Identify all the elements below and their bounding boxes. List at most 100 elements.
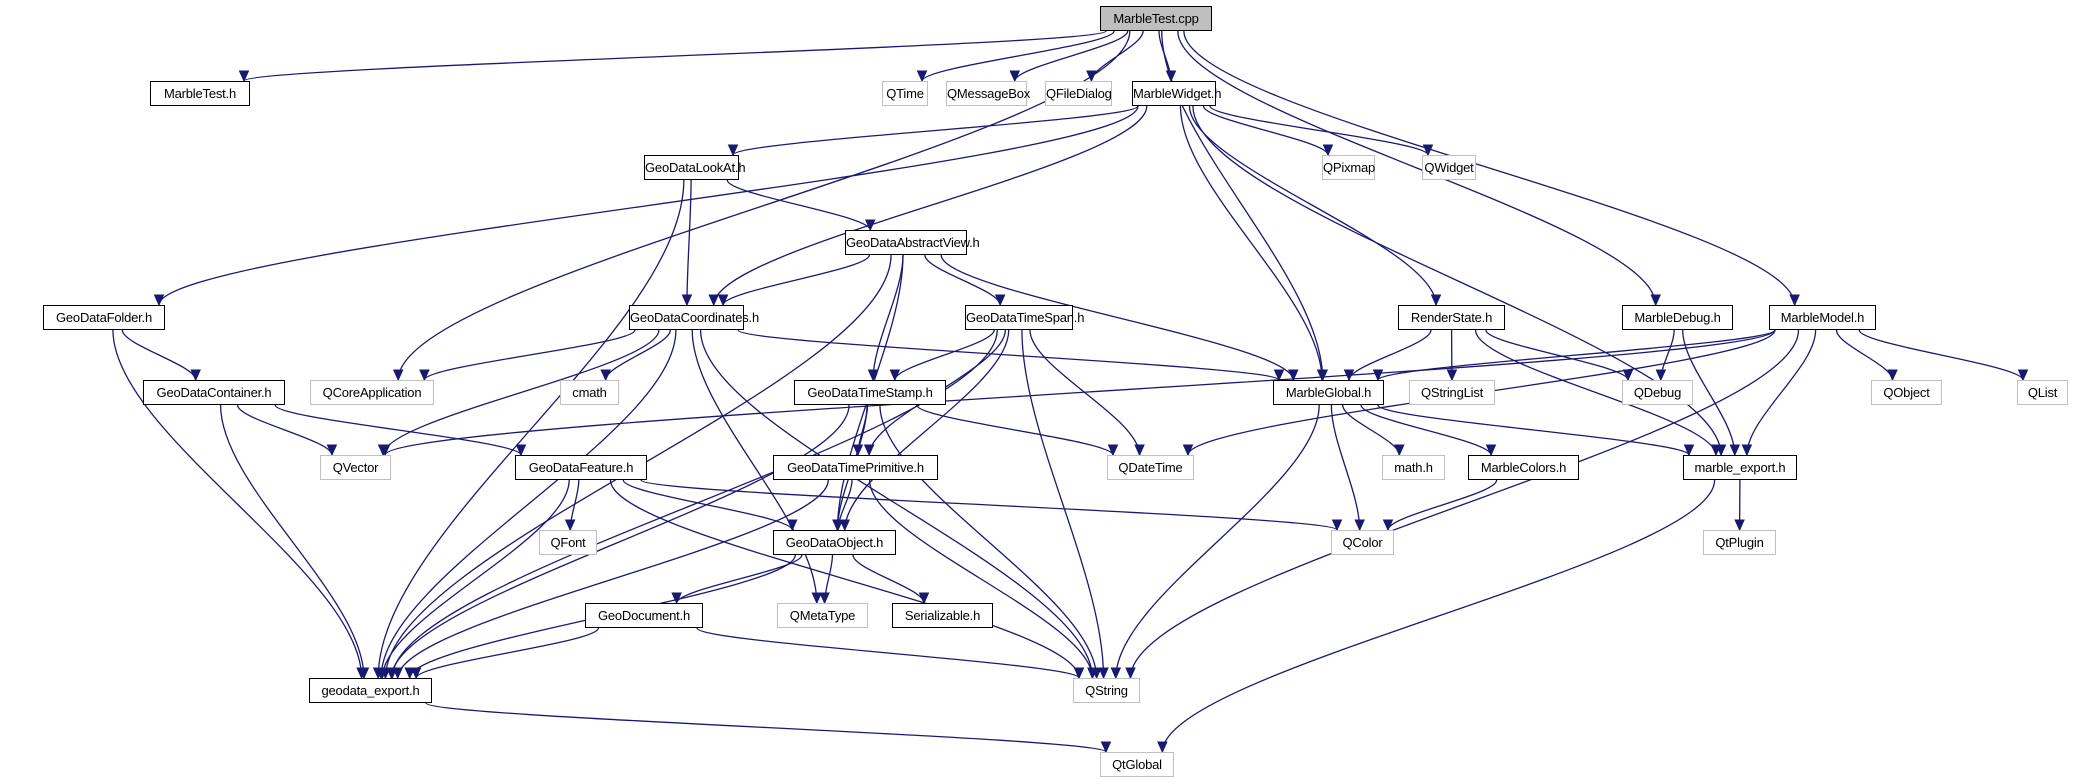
arrowhead-icon bbox=[1710, 444, 1722, 457]
arrowhead-icon bbox=[863, 444, 875, 457]
node-geodatatimespan-h[interactable]: GeoDataTimeSpan.h bbox=[965, 305, 1084, 330]
edge-geodataabstractview-h-to-geodatatimespan-h bbox=[924, 254, 1001, 306]
node-qvector[interactable]: QVector bbox=[320, 455, 391, 480]
edge-geodatafeature-h-to-qstring bbox=[609, 479, 1080, 679]
edge-geodatacontainer-h-to-qvector bbox=[236, 404, 333, 456]
arrowhead-icon bbox=[1354, 519, 1365, 532]
node-geodatatimestamp-h[interactable]: GeoDataTimeStamp.h bbox=[794, 380, 946, 405]
arrowhead-icon bbox=[889, 369, 901, 382]
arrowhead-icon bbox=[600, 369, 611, 382]
node-marbleglobal-h[interactable]: MarbleGlobal.h bbox=[1273, 380, 1384, 405]
edge-renderstate-h-to-marble-export-h bbox=[1474, 329, 1717, 456]
node-cmath[interactable]: cmath bbox=[560, 380, 619, 405]
arrowhead-icon bbox=[1182, 444, 1194, 457]
edge-geodatatimeprimitive-h-to-geodata-export-h bbox=[397, 479, 829, 679]
node-qobject[interactable]: QObject bbox=[1871, 380, 1942, 405]
node-qfont[interactable]: QFont bbox=[539, 530, 597, 555]
node-qmessagebox[interactable]: QMessageBox bbox=[946, 81, 1030, 106]
arrowhead-icon bbox=[994, 294, 1006, 307]
node-geodatacoordinates-h[interactable]: GeoDataCoordinates.h bbox=[629, 305, 759, 330]
node-geodatalookat-h[interactable]: GeoDataLookAt.h bbox=[644, 155, 746, 180]
node-geodatafolder-h[interactable]: GeoDataFolder.h bbox=[43, 305, 165, 330]
node-qtime[interactable]: QTime bbox=[882, 81, 928, 106]
node-qstring[interactable]: QString bbox=[1073, 678, 1140, 703]
node-qtplugin[interactable]: QtPlugin bbox=[1703, 530, 1776, 555]
edge-marblemodel-h-to-marbleglobal-h bbox=[1377, 329, 1776, 381]
node-marble-export-h[interactable]: marble_export.h bbox=[1683, 455, 1797, 480]
arrowhead-icon bbox=[717, 294, 729, 307]
arrowhead-icon bbox=[1125, 667, 1136, 680]
node-geodatatimeprimitive-h[interactable]: GeoDataTimePrimitive.h bbox=[773, 455, 938, 480]
node-geodata-export-h[interactable]: geodata_export.h bbox=[309, 678, 432, 703]
node-marbletest-cpp[interactable]: MarbleTest.cpp bbox=[1100, 6, 1212, 31]
arrowhead-icon bbox=[1683, 444, 1695, 457]
node-marblecolors-h[interactable]: MarbleColors.h bbox=[1468, 455, 1579, 480]
arrowhead-icon bbox=[190, 369, 201, 382]
node-qcoreapplication[interactable]: QCoreApplication bbox=[310, 380, 434, 405]
arrowhead-icon bbox=[708, 294, 719, 307]
node-qmetatype[interactable]: QMetaType bbox=[777, 603, 868, 628]
node-qdebug[interactable]: QDebug bbox=[1622, 380, 1693, 405]
edge-geodatalookat-h-to-geodata-export-h bbox=[377, 179, 685, 679]
edge-geodatacoordinates-h-to-geodata-export-h bbox=[380, 329, 677, 679]
arrowhead-icon bbox=[864, 219, 876, 232]
edge-marblemodel-h-to-qobject bbox=[1835, 329, 1894, 381]
node-qtglobal[interactable]: QtGlobal bbox=[1100, 752, 1174, 777]
edge-marblewidget-h-to-qwidget bbox=[1209, 105, 1429, 156]
node-geodataabstractview-h[interactable]: GeoDataAbstractView.h bbox=[845, 230, 980, 255]
arrowhead-icon bbox=[1073, 667, 1085, 680]
arrowhead-icon bbox=[1087, 667, 1098, 680]
arrowhead-icon bbox=[1110, 667, 1122, 680]
arrowhead-icon bbox=[377, 667, 388, 680]
edge-geodatatimespan-h-to-geodataobject-h bbox=[844, 329, 1010, 531]
node-geodatacontainer-h[interactable]: GeoDataContainer.h bbox=[143, 380, 285, 405]
node-geodatafeature-h[interactable]: GeoDataFeature.h bbox=[515, 455, 647, 480]
node-qstringlist[interactable]: QStringList bbox=[1409, 380, 1495, 405]
edge-geodocument-h-to-geodata-export-h bbox=[415, 627, 600, 679]
edge-marbletest-cpp-to-marbletest-h bbox=[243, 30, 1107, 82]
node-qwidget[interactable]: QWidget bbox=[1422, 155, 1476, 180]
arrowhead-icon bbox=[1734, 519, 1745, 532]
arrowhead-icon bbox=[1316, 369, 1328, 382]
node-geodocument-h[interactable]: GeoDocument.h bbox=[585, 603, 703, 628]
edge-geodocument-h-to-qstring bbox=[696, 627, 1080, 679]
node-qfiledialog[interactable]: QFileDialog bbox=[1045, 81, 1112, 106]
arrowhead-icon bbox=[671, 592, 682, 605]
edge-geodataobject-h-to-serializable-h bbox=[852, 554, 925, 604]
arrowhead-icon bbox=[1650, 294, 1661, 307]
arrowhead-icon bbox=[1098, 667, 1109, 680]
node-geodataobject-h[interactable]: GeoDataObject.h bbox=[773, 530, 896, 555]
edge-geodatacontainer-h-to-geodata-export-h bbox=[219, 404, 365, 679]
node-qcolor[interactable]: QColor bbox=[1331, 530, 1394, 555]
edge-marblecolors-h-to-qcolor bbox=[1387, 479, 1498, 531]
edge-geodatafeature-h-to-geodataobject-h bbox=[622, 479, 793, 531]
edge-marbleglobal-h-to-qstring bbox=[1115, 404, 1320, 679]
node-serializable-h[interactable]: Serializable.h bbox=[892, 603, 993, 628]
edge-marblewidget-h-to-geodatafolder-h bbox=[158, 105, 1139, 306]
node-marblemodel-h[interactable]: MarbleModel.h bbox=[1769, 305, 1876, 330]
edge-renderstate-h-to-qdebug bbox=[1485, 329, 1629, 381]
edge-geodatafolder-h-to-geodata-export-h bbox=[112, 329, 363, 679]
node-qdatetime[interactable]: QDateTime bbox=[1107, 455, 1194, 480]
edge-geodataobject-h-to-geodocument-h bbox=[675, 554, 803, 604]
arrowhead-icon bbox=[1134, 444, 1145, 457]
node-qlist[interactable]: QList bbox=[2017, 380, 2068, 405]
node-marbletest-h[interactable]: MarbleTest.h bbox=[150, 81, 250, 106]
edge-geodatatimespan-h-to-geodatatimestamp-h bbox=[894, 329, 995, 381]
node-marbledebug-h[interactable]: MarbleDebug.h bbox=[1622, 305, 1733, 330]
edge-marblewidget-h-to-geodatacoordinates-h bbox=[713, 105, 1148, 306]
arrowhead-icon bbox=[238, 70, 250, 83]
edge-geodatatimespan-h-to-qstring bbox=[1021, 329, 1105, 679]
edge-geodatacoordinates-h-to-qcoreapplication bbox=[423, 329, 636, 381]
arrowhead-icon bbox=[727, 144, 739, 157]
edge-geodatatimespan-h-to-geodata-export-h bbox=[391, 329, 998, 679]
arrowhead-icon bbox=[1394, 444, 1405, 457]
arrowhead-icon bbox=[1382, 519, 1394, 532]
node-marblewidget-h[interactable]: MarbleWidget.h bbox=[1132, 81, 1221, 106]
arrowhead-icon bbox=[1622, 369, 1634, 382]
edge-marblewidget-h-to-renderstate-h bbox=[1188, 105, 1437, 306]
node-qpixmap[interactable]: QPixmap bbox=[1322, 155, 1375, 180]
node-renderstate-h[interactable]: RenderState.h bbox=[1398, 305, 1505, 330]
edge-marble-export-h-to-qtglobal bbox=[1161, 479, 1716, 753]
node-math-h[interactable]: math.h bbox=[1382, 455, 1445, 480]
